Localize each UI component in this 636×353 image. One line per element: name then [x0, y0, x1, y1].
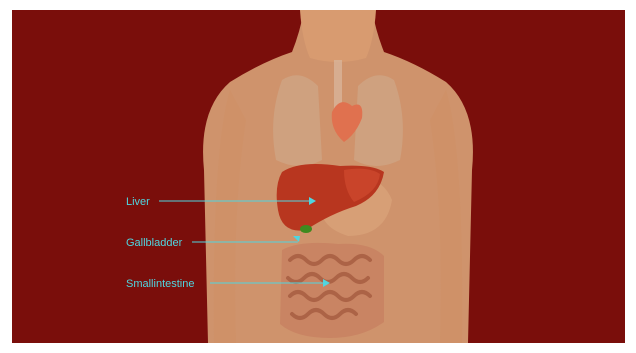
liver-label: Liver	[126, 196, 150, 208]
neck	[300, 10, 376, 62]
gallbladder	[300, 225, 312, 233]
left-lung	[273, 75, 322, 166]
right-lung	[354, 75, 403, 166]
small-intestine	[280, 243, 384, 338]
trachea	[334, 60, 342, 110]
small-intestine-label: Smallintestine	[126, 278, 194, 290]
gallbladder-label: Gallbladder	[126, 237, 183, 249]
